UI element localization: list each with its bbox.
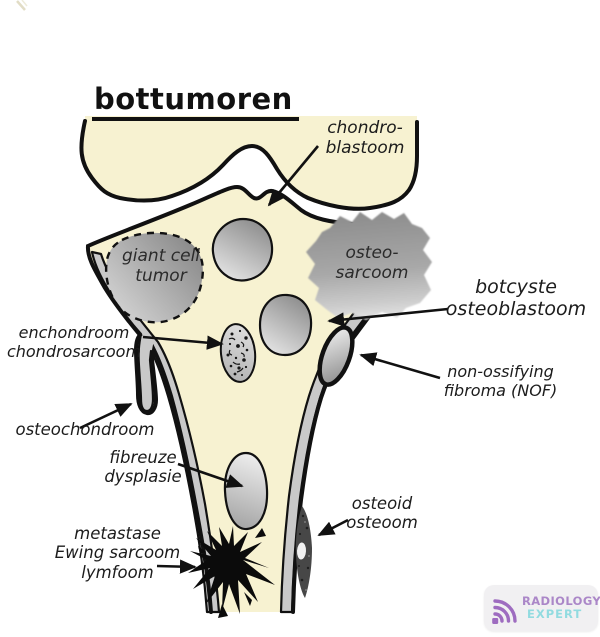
femur-outline [79, 119, 419, 211]
label-line: Ewing sarcoom [54, 543, 181, 563]
botcyste-lesion [258, 293, 313, 357]
chondroblastoom-lesion [211, 217, 274, 282]
label-botcyste-osteoblastoom: botcyste osteoblastoom [426, 276, 600, 321]
label-line: giant cell [121, 246, 201, 266]
metastase-lesion [188, 526, 275, 618]
label-line: tumor [135, 266, 187, 287]
label-line: chondrosarcoom [6, 341, 142, 361]
label-line: osteoblastoom [445, 298, 587, 321]
label-line: metastase [74, 524, 161, 543]
label-line: osteochondroom [15, 420, 155, 439]
label-line: non-ossifying [447, 362, 554, 381]
corner-artifact [16, 0, 28, 11]
annotation-arrows [79, 145, 449, 574]
label-line: lymfoom [81, 562, 154, 582]
osteosarcoom-lesion [306, 212, 432, 320]
enchondroom-speckles [226, 329, 249, 376]
giant-cell-tumor-lesion [104, 231, 204, 324]
nof-lesion [317, 325, 355, 387]
label-line: fibroma (NOF) [443, 380, 558, 400]
label-fibreuze-dysplasie: fibreuze dysplasie [83, 448, 203, 487]
label-line: osteoom [346, 513, 418, 533]
label-line: osteo- [345, 243, 399, 263]
label-line: botcyste [475, 276, 557, 298]
logo-brand-bottom: EXPERT [527, 606, 583, 621]
arrow-nof [359, 352, 441, 380]
logo-text: RADIOLOGY EXPERT [522, 594, 600, 621]
label-line: blastoom [325, 138, 405, 159]
radiology-expert-logo: RADIOLOGY EXPERT [484, 585, 600, 631]
arrow-osteoid [317, 518, 349, 537]
label-enchondroom-chondrosarcoom: enchondroom chondrosarcoom [2, 323, 146, 362]
arrow-botcyste [327, 307, 449, 327]
label-osteosarcoom: osteo- sarcoom [322, 243, 422, 283]
label-line: enchondroom [18, 323, 130, 342]
arrow-fibreuze [177, 462, 244, 488]
radiology-waves-icon [492, 599, 517, 624]
femur-fill [81, 116, 418, 209]
arrow-metastase [156, 559, 197, 574]
label-chondroblastoom: chondro- blastoom [313, 118, 417, 158]
label-nof: non-ossifying fibroma (NOF) [438, 362, 563, 401]
label-line: dysplasie [104, 467, 182, 487]
page-title: bottumoren [92, 82, 299, 121]
label-giant-cell-tumor: giant cell tumor [111, 246, 211, 286]
label-line: osteoid [351, 494, 413, 513]
arrow-chondroblastoom [267, 145, 320, 207]
label-line: sarcoom [335, 263, 409, 284]
arrow-osteochondroom [79, 402, 133, 430]
label-osteoid-osteoom: osteoid osteoom [331, 494, 433, 533]
fibreuze-dysplasie-lesion [223, 451, 269, 531]
label-osteochondroom: osteochondroom [15, 420, 155, 439]
label-line: fibreuze [109, 448, 177, 467]
arrow-enchondroom [142, 335, 224, 350]
label-metastase-ewing-lymfoom: metastase Ewing sarcoom lymfoom [45, 524, 190, 582]
osteoid-osteoom-lesion [295, 506, 312, 598]
logo-brand-top: RADIOLOGY [522, 594, 600, 608]
enchondroom-lesion [219, 323, 257, 383]
label-line: chondro- [327, 118, 403, 138]
